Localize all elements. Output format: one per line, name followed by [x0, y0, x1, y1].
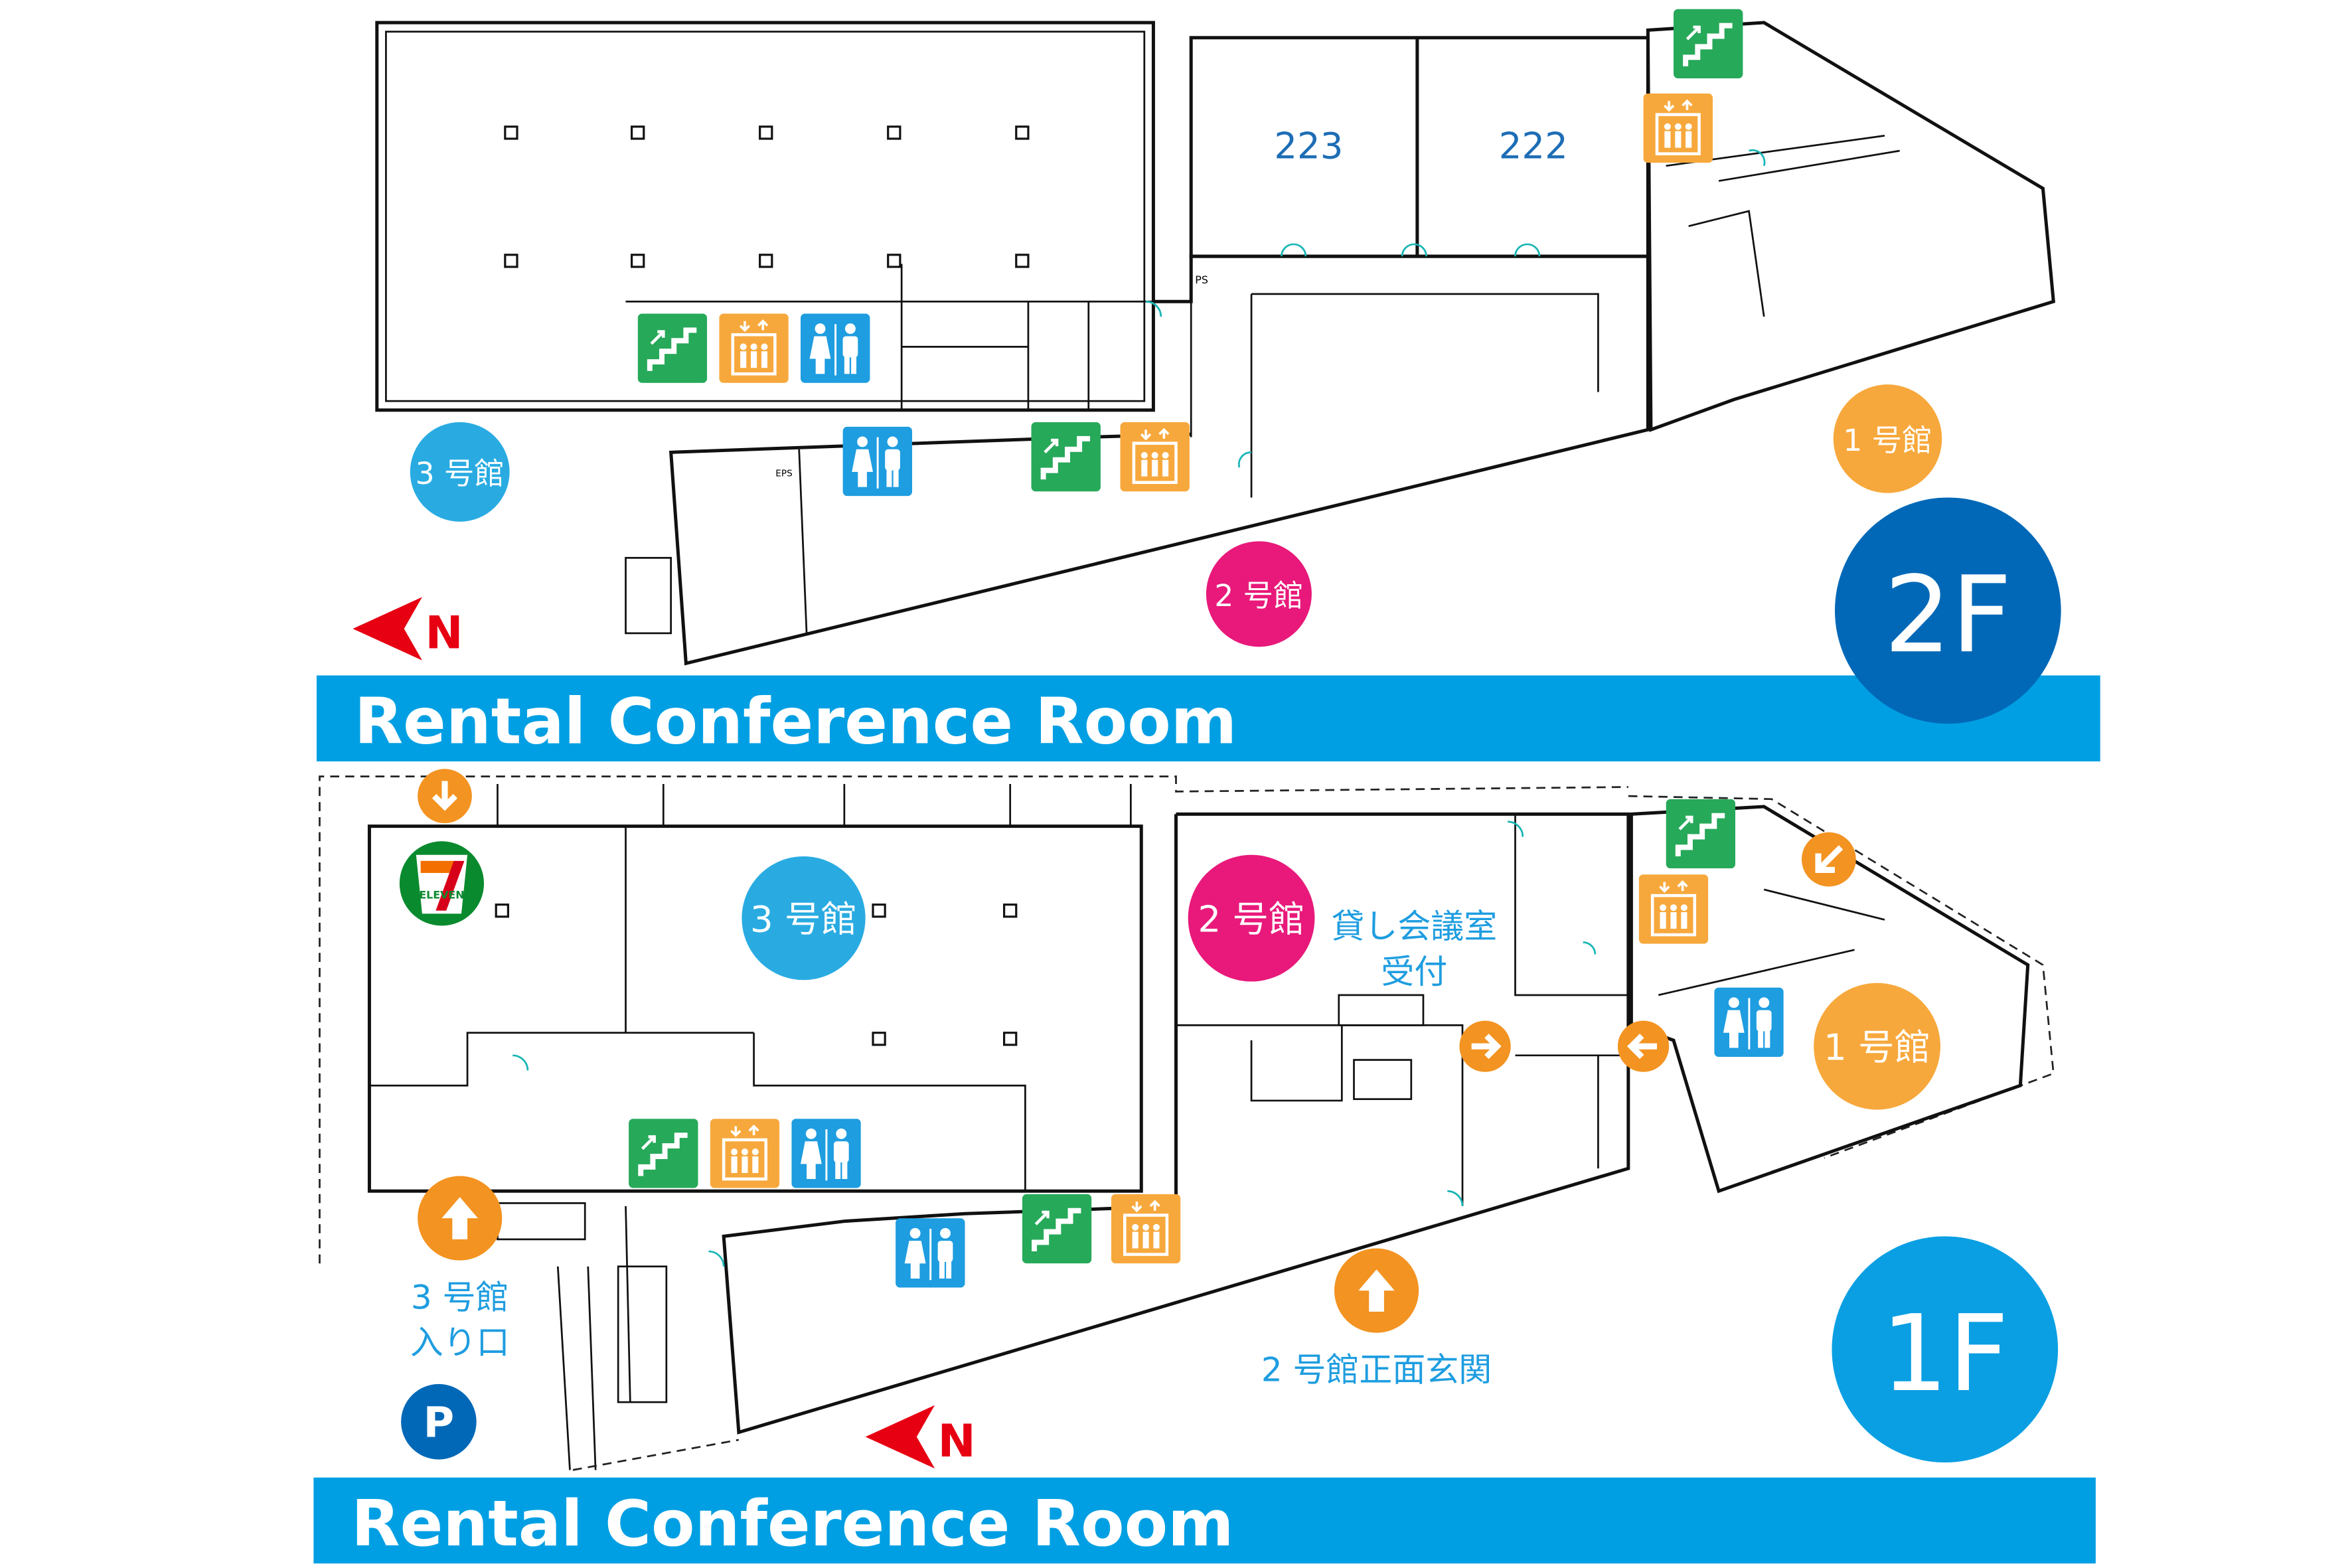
restroom-icon	[1714, 987, 1784, 1058]
floor-2-plan: 223 222 PS EPS	[375, 21, 2055, 666]
entrance-3-arrow-icon	[418, 1176, 503, 1261]
building-3-badge-2f: 3 号館	[410, 422, 510, 522]
entrance-3-label-1: 3 号館	[411, 1278, 509, 1316]
stairs-icon	[1031, 422, 1100, 491]
svg-text:1 号館: 1 号館	[1843, 423, 1932, 458]
elevator-icon	[710, 1119, 779, 1188]
entrance-2-label: 2 号館正面玄関	[1261, 1350, 1492, 1389]
elevator-icon	[1111, 1194, 1180, 1263]
stairs-icon	[638, 313, 707, 382]
restroom-icon	[791, 1119, 861, 1188]
arrow-down-icon	[418, 769, 472, 824]
entrance-2-arrow-icon	[1334, 1248, 1419, 1333]
arrow-left-icon	[1617, 1020, 1670, 1072]
room-222: 222	[1499, 124, 1568, 167]
stairs-icon	[1674, 9, 1743, 78]
svg-text:2 号館: 2 号館	[1214, 578, 1303, 613]
building-1-badge-2f: 1 号館	[1833, 384, 1942, 493]
building-3-badge-1f: 3 号館	[742, 856, 866, 980]
north-arrow-icon	[353, 597, 463, 661]
svg-text:1 号館: 1 号館	[1824, 1026, 1930, 1069]
svg-text:ELEVEN: ELEVEN	[419, 889, 464, 902]
restroom-icon	[842, 426, 913, 497]
parking-icon: P	[401, 1383, 477, 1460]
arrow-down-left-icon	[1802, 832, 1856, 887]
svg-text:3 号館: 3 号館	[416, 456, 505, 491]
banner-2f-title: Rental Conference Room	[354, 685, 1237, 759]
entrance-3-label-2: 入り口	[410, 1323, 510, 1362]
columns	[495, 903, 1018, 1046]
elevator-icon	[1120, 422, 1189, 491]
svg-text:1F: 1F	[1881, 1293, 2009, 1415]
north-arrow-icon	[865, 1405, 976, 1469]
floor-2-badge: 2F	[1834, 497, 2061, 724]
svg-text:2F: 2F	[1884, 554, 2012, 676]
reception-label-1: 貸し会議室	[1331, 907, 1497, 946]
stairs-icon	[629, 1119, 698, 1188]
svg-text:3 号館: 3 号館	[750, 898, 857, 941]
columns	[504, 125, 1030, 268]
reception-label-2: 受付	[1381, 953, 1447, 991]
banner-1f-title: Rental Conference Room	[351, 1487, 1233, 1561]
ps-label: PS	[1195, 274, 1208, 286]
room-223: 223	[1274, 124, 1343, 167]
building-2-badge-2f: 2 号館	[1206, 541, 1312, 647]
banner-1f	[313, 1477, 2096, 1564]
seven-eleven-logo: ELEVEN	[399, 841, 485, 926]
eps-label: EPS	[775, 469, 792, 479]
restroom-icon	[896, 1218, 965, 1288]
elevator-icon	[1639, 874, 1708, 943]
svg-text:P: P	[424, 1397, 455, 1447]
floor-1-badge: 1F	[1832, 1236, 2059, 1463]
floor-1-plan	[319, 775, 2055, 1471]
stairs-icon	[1022, 1194, 1091, 1263]
restroom-icon	[800, 313, 870, 383]
building-2-badge-1f: 2 号館	[1188, 854, 1315, 982]
arrow-right-icon	[1459, 1020, 1511, 1072]
elevator-icon	[1644, 94, 1713, 163]
banner-2f	[316, 675, 2100, 761]
building-1-badge-1f: 1 号館	[1814, 982, 1940, 1110]
elevator-icon	[719, 313, 788, 382]
stairs-icon	[1666, 799, 1735, 868]
svg-text:2 号館: 2 号館	[1198, 898, 1305, 941]
